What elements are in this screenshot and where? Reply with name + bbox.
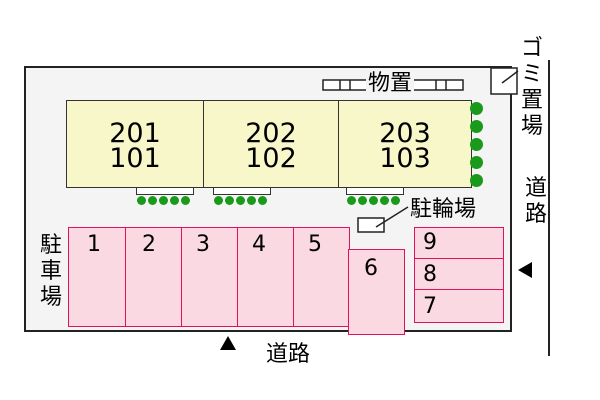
parking-space-7[interactable]: 7	[414, 289, 504, 323]
balcony	[136, 187, 194, 195]
parking-space-number: 2	[142, 232, 156, 257]
parking-space-number: 5	[308, 232, 322, 257]
storage-label: 物置	[366, 71, 415, 96]
balcony	[346, 187, 404, 195]
parking-space-8[interactable]: 8	[414, 258, 504, 290]
balcony	[213, 187, 271, 195]
parking-space-4[interactable]: 4	[237, 227, 294, 327]
shrub-row	[214, 196, 267, 205]
road-bottom-label: 道路	[266, 342, 311, 367]
shrub-row	[347, 196, 400, 205]
building-unit-101-201[interactable]: 201 101	[66, 100, 204, 188]
tree-icon	[470, 156, 483, 169]
unit-lower-label: 103	[379, 143, 431, 174]
parking-space-number: 7	[423, 294, 437, 319]
unit-upper-label: 202	[245, 118, 297, 149]
road-edge-line	[548, 60, 550, 356]
parking-space-number: 6	[364, 256, 378, 281]
entrance-arrow-icon	[220, 336, 236, 350]
entrance-arrow-icon	[518, 262, 532, 278]
unit-lower-label: 102	[245, 143, 297, 174]
shrub-row	[137, 196, 190, 205]
unit-upper-label: 203	[379, 118, 431, 149]
parking-space-number: 3	[196, 232, 210, 257]
road-right-label: 道路	[524, 176, 547, 227]
parking-space-number: 8	[423, 262, 437, 287]
parking-space-3[interactable]: 3	[181, 227, 238, 327]
parking-space-2[interactable]: 2	[125, 227, 182, 327]
tree-icon	[470, 174, 483, 187]
parking-space-5[interactable]: 5	[293, 227, 350, 327]
bicycle-parking	[357, 206, 409, 233]
parking-label: 駐車場	[39, 233, 62, 310]
building-unit-103-203[interactable]: 203 103	[338, 100, 472, 188]
building-unit-102-202[interactable]: 202 102	[203, 100, 339, 188]
tree-icon	[470, 120, 483, 133]
parking-space-9[interactable]: 9	[414, 227, 504, 259]
parking-space-number: 9	[423, 230, 437, 255]
garbage-label: ゴミ置場	[520, 36, 543, 139]
tree-icon	[470, 138, 483, 151]
parking-space-1[interactable]: 1	[68, 227, 126, 327]
unit-upper-label: 201	[109, 118, 161, 149]
tree-icon	[470, 102, 483, 115]
bicycle-parking-label: 駐輪場	[410, 197, 477, 222]
unit-lower-label: 101	[109, 143, 161, 174]
parking-space-number: 4	[252, 232, 266, 257]
parking-space-number: 1	[87, 232, 101, 257]
parking-space-6[interactable]: 6	[348, 249, 405, 335]
garbage-area	[490, 67, 519, 95]
